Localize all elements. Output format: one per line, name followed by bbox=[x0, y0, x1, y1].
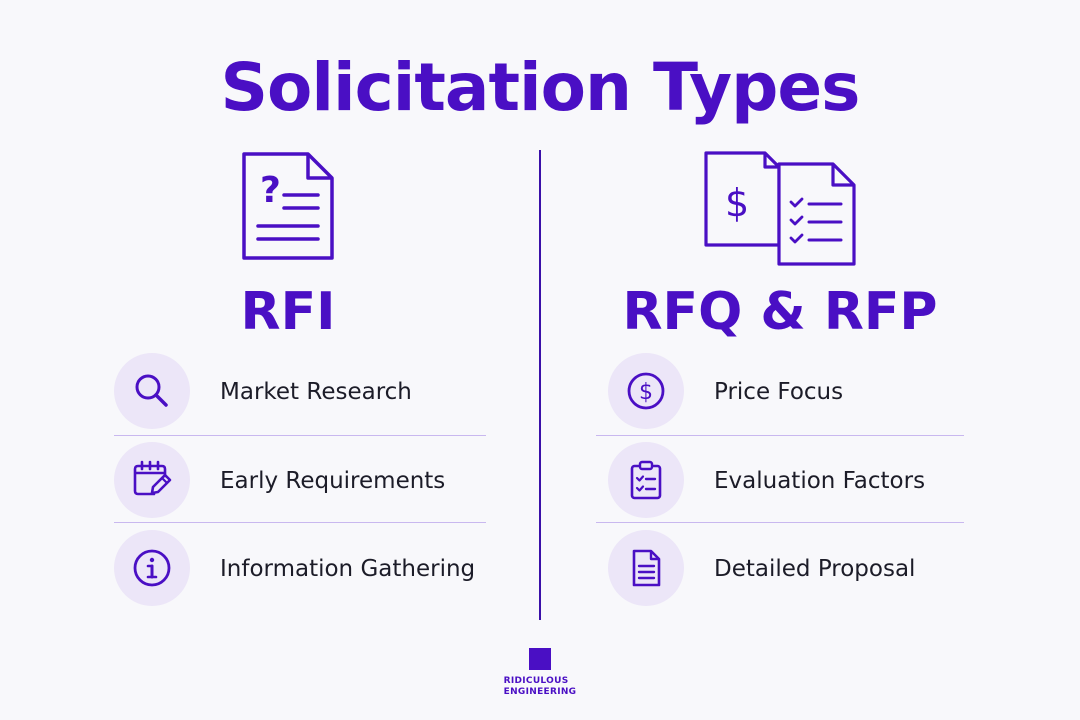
calendar-pencil-icon bbox=[133, 460, 172, 496]
dollar-coin-icon: $ bbox=[627, 372, 665, 410]
logo-square-icon bbox=[529, 648, 551, 670]
item-icon-circle bbox=[114, 530, 190, 606]
item-label: Evaluation Factors bbox=[714, 468, 926, 494]
item-icon-circle bbox=[114, 442, 190, 518]
logo-line-2: ENGINEERING bbox=[503, 687, 577, 697]
brand-logo: RIDICULOUS ENGINEERING bbox=[490, 648, 590, 698]
logo-line-1: RIDICULOUS bbox=[503, 676, 569, 686]
document-lines-icon bbox=[632, 549, 661, 587]
item-label: Price Focus bbox=[714, 379, 844, 405]
item-icon-circle bbox=[608, 442, 684, 518]
list-item: Information Gathering bbox=[114, 528, 486, 608]
price-and-checklist-documents-icon: $ bbox=[703, 150, 859, 268]
item-icon-circle bbox=[114, 353, 190, 429]
list-item: Evaluation Factors bbox=[608, 440, 964, 520]
clipboard-checklist-icon bbox=[630, 460, 662, 500]
item-label: Early Requirements bbox=[220, 468, 446, 494]
item-label: Market Research bbox=[220, 379, 412, 405]
column-divider bbox=[539, 150, 541, 620]
svg-text:$: $ bbox=[639, 380, 653, 405]
item-label: Information Gathering bbox=[220, 556, 476, 582]
question-document-icon: ? bbox=[240, 150, 336, 262]
svg-text:$: $ bbox=[725, 181, 749, 225]
item-divider bbox=[596, 522, 964, 523]
magnifier-icon bbox=[135, 374, 168, 407]
item-icon-circle: $ bbox=[608, 353, 684, 429]
logo-text: RIDICULOUS ENGINEERING bbox=[504, 676, 577, 698]
item-label: Detailed Proposal bbox=[714, 556, 916, 582]
list-item: Detailed Proposal bbox=[608, 528, 964, 608]
item-icon-circle bbox=[608, 530, 684, 606]
rfi-heading: RFI bbox=[240, 282, 336, 342]
info-icon bbox=[133, 549, 171, 587]
item-divider bbox=[114, 522, 486, 523]
item-divider bbox=[596, 435, 964, 436]
item-divider bbox=[114, 435, 486, 436]
list-item: Market Research bbox=[114, 351, 486, 431]
rfq-rfp-heading: RFQ & RFP bbox=[622, 282, 938, 342]
list-item: Early Requirements bbox=[114, 440, 486, 520]
svg-text:?: ? bbox=[260, 170, 281, 211]
page-title: Solicitation Types bbox=[220, 49, 861, 126]
list-item: $ Price Focus bbox=[608, 351, 964, 431]
